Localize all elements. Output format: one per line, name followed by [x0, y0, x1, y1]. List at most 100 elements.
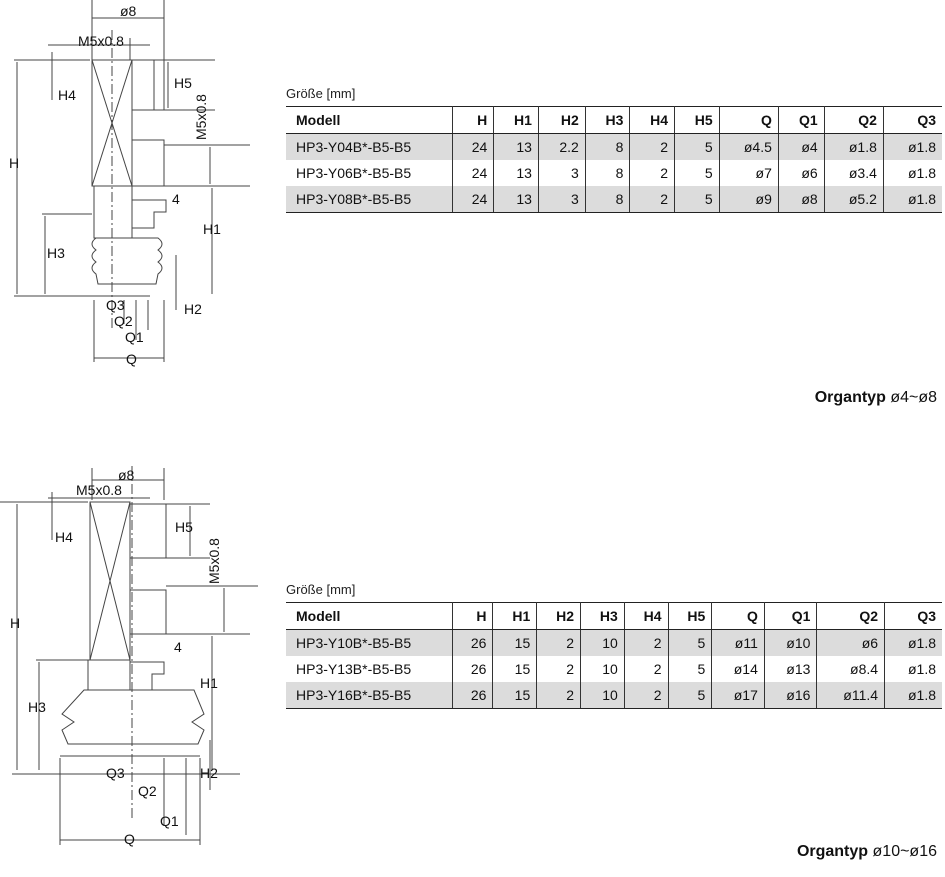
- cell: 13: [493, 186, 539, 213]
- col-header: H4: [629, 106, 676, 134]
- cell: 5: [674, 160, 720, 186]
- cell: ø11.4: [816, 682, 886, 709]
- dim-m5-label: M5x0.8: [76, 482, 122, 498]
- cell: ø3.4: [824, 160, 884, 186]
- technical-drawing-small: ø8 M5x0.8 H4 H H3 H5 M5x0.8 4 H1 H2 Q3 Q…: [0, 0, 270, 380]
- cell: 5: [668, 629, 713, 656]
- col-header: Q1: [778, 106, 825, 134]
- cell: ø4: [778, 133, 825, 160]
- col-header: Q3: [884, 602, 942, 630]
- table-row: HP3-Y10B*-B5-B5 26 15 2 10 2 5 ø11 ø10 ø…: [286, 629, 942, 656]
- cell: 2: [624, 682, 669, 709]
- col-header: H5: [674, 106, 720, 134]
- dim-h5-label: H5: [175, 519, 193, 535]
- dim-q2-label: Q2: [114, 313, 133, 329]
- size-unit-label: Größe [mm]: [286, 582, 356, 597]
- cell: ø1.8: [883, 186, 942, 213]
- cell: 2.2: [538, 133, 586, 160]
- col-header: Q: [711, 602, 765, 630]
- cell: ø16: [764, 682, 818, 709]
- col-header: H3: [585, 106, 631, 134]
- cell: ø5.2: [824, 186, 884, 213]
- col-header: H4: [624, 602, 669, 630]
- dim-h5-label: H5: [174, 75, 192, 91]
- cell: 2: [536, 656, 581, 682]
- cell: 8: [585, 160, 631, 186]
- dim-m5-label: M5x0.8: [78, 33, 124, 49]
- col-header: Q2: [824, 106, 884, 134]
- col-header: Modell: [286, 602, 453, 630]
- cell: HP3-Y10B*-B5-B5: [286, 629, 453, 656]
- cell: ø8: [778, 186, 825, 213]
- col-header: H1: [493, 106, 539, 134]
- col-header: H1: [492, 602, 538, 630]
- col-header: Modell: [286, 106, 453, 134]
- dim-q1-label: Q1: [125, 329, 144, 345]
- col-header: Q: [719, 106, 779, 134]
- cell: HP3-Y16B*-B5-B5: [286, 682, 453, 709]
- cell: 2: [629, 186, 676, 213]
- col-header: Q2: [816, 602, 886, 630]
- dim-h1-label: H1: [200, 675, 218, 691]
- cell: HP3-Y06B*-B5-B5: [286, 160, 453, 186]
- table-row: HP3-Y04B*-B5-B5 24 13 2.2 8 2 5 ø4.5 ø4 …: [286, 133, 942, 160]
- cell: 5: [674, 186, 720, 213]
- dim-d8-label: ø8: [120, 3, 137, 19]
- cell: 10: [580, 629, 625, 656]
- table-row: HP3-Y13B*-B5-B5 26 15 2 10 2 5 ø14 ø13 ø…: [286, 656, 942, 682]
- dim-q1-label: Q1: [160, 813, 179, 829]
- cell: ø7: [719, 160, 779, 186]
- col-header: H2: [536, 602, 581, 630]
- cell: ø1.8: [907, 165, 936, 181]
- spec-table: Modell H H1 H2 H3 H4 H5 Q Q1 Q2 Q3 HP3-Y…: [286, 106, 942, 213]
- cell: 2: [629, 160, 676, 186]
- table-row: HP3-Y16B*-B5-B5 26 15 2 10 2 5 ø17 ø16 ø…: [286, 682, 942, 709]
- cell: HP3-Y13B*-B5-B5: [286, 656, 453, 682]
- dim-h2-label: H2: [184, 301, 202, 317]
- cell: ø17: [711, 682, 765, 709]
- cell: 2: [536, 682, 581, 709]
- cell: HP3-Y04B*-B5-B5: [286, 133, 453, 160]
- dim-m5-vertical-label: M5x0.8: [206, 538, 222, 584]
- col-header: H: [452, 106, 495, 134]
- dim-q3-label: Q3: [106, 765, 125, 781]
- caption-text: Organtyp: [796, 843, 869, 860]
- cell: 10: [580, 682, 625, 709]
- cell: 5: [668, 682, 713, 709]
- spec-table: Modell H H1 H2 H3 H4 H5 Q Q1 Q2 Q3 HP3-Y…: [286, 602, 942, 709]
- caption-text: Organtyp: [814, 389, 886, 406]
- cell: ø6: [778, 160, 825, 186]
- cell: 24: [452, 186, 495, 213]
- cell: ø8.4: [816, 656, 886, 682]
- cell: HP3-Y08B*-B5-B5: [286, 186, 453, 213]
- cell: 15: [492, 629, 538, 656]
- dim-h1-label: H1: [203, 221, 221, 237]
- cell: 2: [624, 656, 669, 682]
- cell: 24: [452, 133, 495, 160]
- cell: ø10: [764, 629, 818, 656]
- col-header: Q3: [883, 106, 942, 134]
- col-header: H5: [668, 602, 713, 630]
- dim-m5-vertical-label: M5x0.8: [193, 94, 209, 140]
- dim-h-label: H: [10, 615, 21, 631]
- dim-h2-label: H2: [200, 765, 218, 781]
- cell: 15: [492, 682, 538, 709]
- cell: ø4.5: [719, 133, 779, 160]
- dim-h-label: H: [9, 155, 20, 171]
- cell: 3: [538, 186, 586, 213]
- cell: 13: [493, 160, 539, 186]
- cell: 24: [452, 160, 495, 186]
- cell: 2: [624, 629, 669, 656]
- dim-d8-label: ø8: [118, 467, 135, 483]
- cell: 26: [452, 629, 494, 656]
- cell: ø14: [711, 656, 765, 682]
- dim-4-label: 4: [174, 639, 182, 655]
- cell: 5: [674, 133, 720, 160]
- cell: 8: [585, 186, 631, 213]
- cell: ø1.8: [907, 661, 936, 677]
- organ-type-caption-1: Organtyp ø4~ø8: [815, 389, 937, 407]
- cell: ø9: [719, 186, 779, 213]
- cell: 26: [452, 656, 494, 682]
- cell: 15: [492, 656, 538, 682]
- cell: 26: [452, 682, 494, 709]
